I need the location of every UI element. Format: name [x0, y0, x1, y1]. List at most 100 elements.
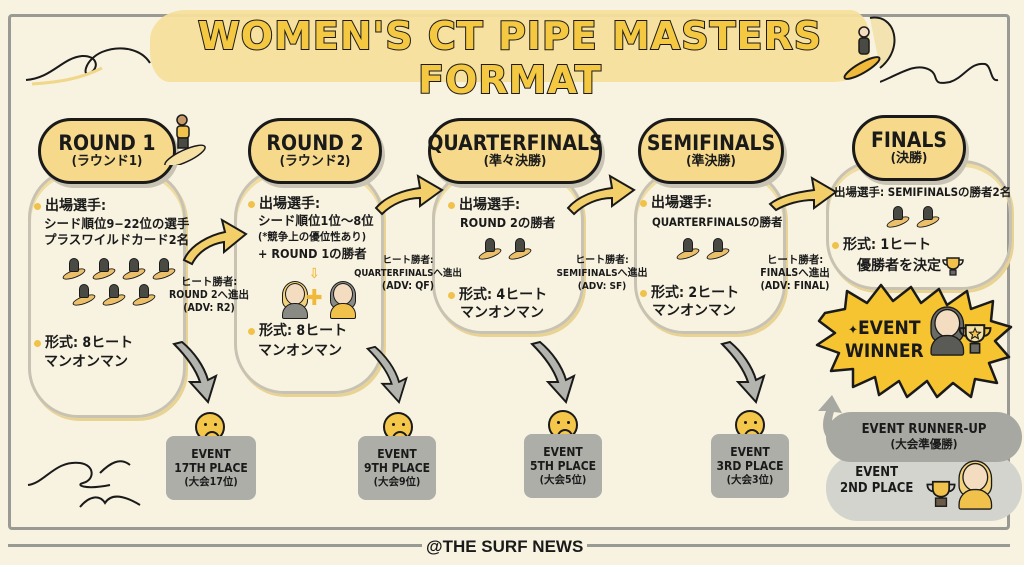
surfer-icons-qf — [474, 236, 534, 264]
runner-up-badge: EVENT RUNNER-UP (大会準優勝) — [826, 412, 1022, 462]
page-title: WOMEN'S CT PIPE MASTERS FORMAT — [197, 13, 823, 103]
surfer-icon — [675, 237, 699, 259]
advance-line3: (ADV: FINAL) — [760, 280, 830, 292]
stage-header-qf: QUARTERFINALS (準々決勝) — [427, 118, 603, 184]
entrants-label: 出場選手: — [34, 197, 106, 215]
placement-line2: 5TH PLACE — [529, 459, 597, 473]
wave-icon-bottom-left — [27, 460, 141, 508]
advance-line3: (ADV: R2) — [183, 302, 235, 314]
placement-line1: EVENT — [377, 447, 417, 461]
winner-line1: EVENT — [857, 317, 921, 339]
bullet-dot — [248, 200, 255, 208]
advance-line1: ヒート勝者: — [180, 276, 238, 288]
surfer-icons-sf — [672, 236, 732, 264]
placement-box-5th: EVENT 5TH PLACE (大会5位) — [524, 434, 602, 498]
surfer-icon — [121, 257, 145, 279]
wave-icon-top-right — [880, 62, 999, 84]
placement-line3: (大会9位) — [373, 476, 421, 488]
bullet-dot — [248, 327, 255, 335]
advance-line2: QUARTERFINALSへ進出 — [354, 268, 462, 279]
entrants-line: QUARTERFINALSの勝者 — [652, 215, 783, 229]
placement-box-3rd: EVENT 3RD PLACE (大会3位) — [711, 434, 789, 498]
stage-title: FINALS — [870, 128, 947, 152]
credit-text: @THE SURF NEWS — [422, 537, 588, 557]
format-label: 形式: 8ヒート — [248, 322, 347, 340]
bullet-dot — [832, 241, 839, 249]
winner-avatar — [928, 306, 965, 356]
placement-line2: 9TH PLACE — [363, 461, 431, 475]
advance-line1: ヒート勝者: — [766, 254, 824, 266]
second-place-label: EVENT 2ND PLACE — [840, 465, 913, 497]
format-label: 形式: 1ヒート — [832, 236, 931, 254]
runner-up-line2: (大会準優勝) — [890, 437, 958, 451]
placement-line2: 17TH PLACE — [174, 461, 248, 475]
placement-box-9th: EVENT 9TH PLACE (大会9位) — [358, 436, 436, 500]
stage-title: SEMIFINALS — [646, 131, 776, 155]
bullet-dot — [640, 199, 647, 207]
stage-title: ROUND 2 — [266, 131, 364, 155]
entrants-line: シード順位1位〜8位 — [258, 213, 374, 228]
placement-line2: 3RD PLACE — [716, 459, 784, 473]
stage-title-jp: (準々決勝) — [483, 154, 547, 169]
placement-line1: EVENT — [730, 445, 770, 459]
runner-up-line1: EVENT RUNNER-UP — [861, 422, 987, 437]
bullet-dot — [34, 202, 41, 210]
surfer-icon — [131, 283, 155, 305]
advance-arrow-icon-r2 — [374, 174, 444, 216]
surfer-icon — [91, 257, 115, 279]
advance-line2: SEMIFINALSへ進出 — [556, 268, 648, 279]
stage-title-jp: (決勝) — [890, 151, 928, 166]
format-label: 形式: 4ヒート — [448, 286, 547, 304]
wave-icon-top-left — [25, 47, 151, 86]
advance-label-qf: ヒート勝者: SEMIFINALSへ進出 (ADV: SF) — [552, 254, 652, 293]
stage-header-sf: SEMIFINALS (準決勝) — [638, 118, 784, 184]
placement-line3: (大会17位) — [184, 476, 238, 488]
format-sub: マンオンマン — [652, 303, 736, 319]
surfer-icon — [705, 237, 729, 259]
placement-line1: EVENT — [191, 447, 231, 461]
advance-line1: ヒート勝者: — [382, 255, 434, 266]
entrants-label: 出場選手: SEMIFINALSの勝者2名 — [834, 185, 1012, 199]
format-sub: マンオンマン — [44, 354, 128, 370]
title-banner — [150, 10, 870, 82]
advance-label-sf: ヒート勝者: FINALSへ進出 (ADV: FINAL) — [756, 254, 834, 293]
advance-arrow-icon-sf — [768, 176, 838, 212]
bullet-dot — [640, 289, 647, 297]
surfer-icon — [915, 205, 939, 227]
second-place-avatar — [956, 460, 993, 510]
surfer-icon — [61, 257, 85, 279]
advance-arrow-icon-r1 — [182, 217, 248, 266]
elimination-arrow-icon — [365, 345, 408, 405]
trophy-icon-winner — [958, 324, 992, 354]
second-line1: EVENT — [855, 465, 899, 480]
plus-icon: ✚ — [306, 286, 323, 311]
placement-line3: (大会3位) — [726, 474, 774, 486]
stage-title: QUARTERFINALS — [427, 131, 603, 155]
second-line2: 2ND PLACE — [840, 481, 914, 496]
stage-title-jp: (ラウンド2) — [279, 154, 351, 169]
advance-line2: FINALSへ進出 — [760, 267, 830, 279]
placement-line1: EVENT — [543, 445, 583, 459]
surfer-icon — [507, 237, 531, 259]
entrants-line: プラスワイルドカード2名 — [44, 232, 190, 247]
entrants-label: 出場選手: — [640, 194, 712, 212]
advance-line3: (ADV: SF) — [577, 281, 627, 292]
advance-line3: (ADV: QF) — [381, 280, 435, 292]
surfer-icons-round1-row2 — [68, 282, 178, 310]
surfer-icon — [477, 237, 501, 259]
placement-box-17th: EVENT 17TH PLACE (大会17位) — [166, 436, 256, 500]
elimination-arrow-icon — [720, 340, 766, 404]
sparkle-icon: ✦ — [848, 323, 858, 338]
surfer-icons-round1 — [58, 256, 188, 284]
stage-header-finals: FINALS (決勝) — [852, 115, 966, 181]
round1-winner-avatar — [328, 281, 356, 319]
advance-line2: ROUND 2へ進出 — [168, 289, 250, 301]
format-label: 形式: 2ヒート — [640, 284, 739, 302]
surfer-icon — [151, 257, 175, 279]
advance-line1: ヒート勝者: — [575, 255, 629, 266]
stage-title: ROUND 1 — [58, 131, 156, 155]
surfer-icon — [843, 16, 896, 80]
elimination-arrow-icon — [530, 340, 576, 404]
bullet-dot — [34, 339, 41, 347]
format-sub: マンオンマン — [460, 305, 544, 321]
